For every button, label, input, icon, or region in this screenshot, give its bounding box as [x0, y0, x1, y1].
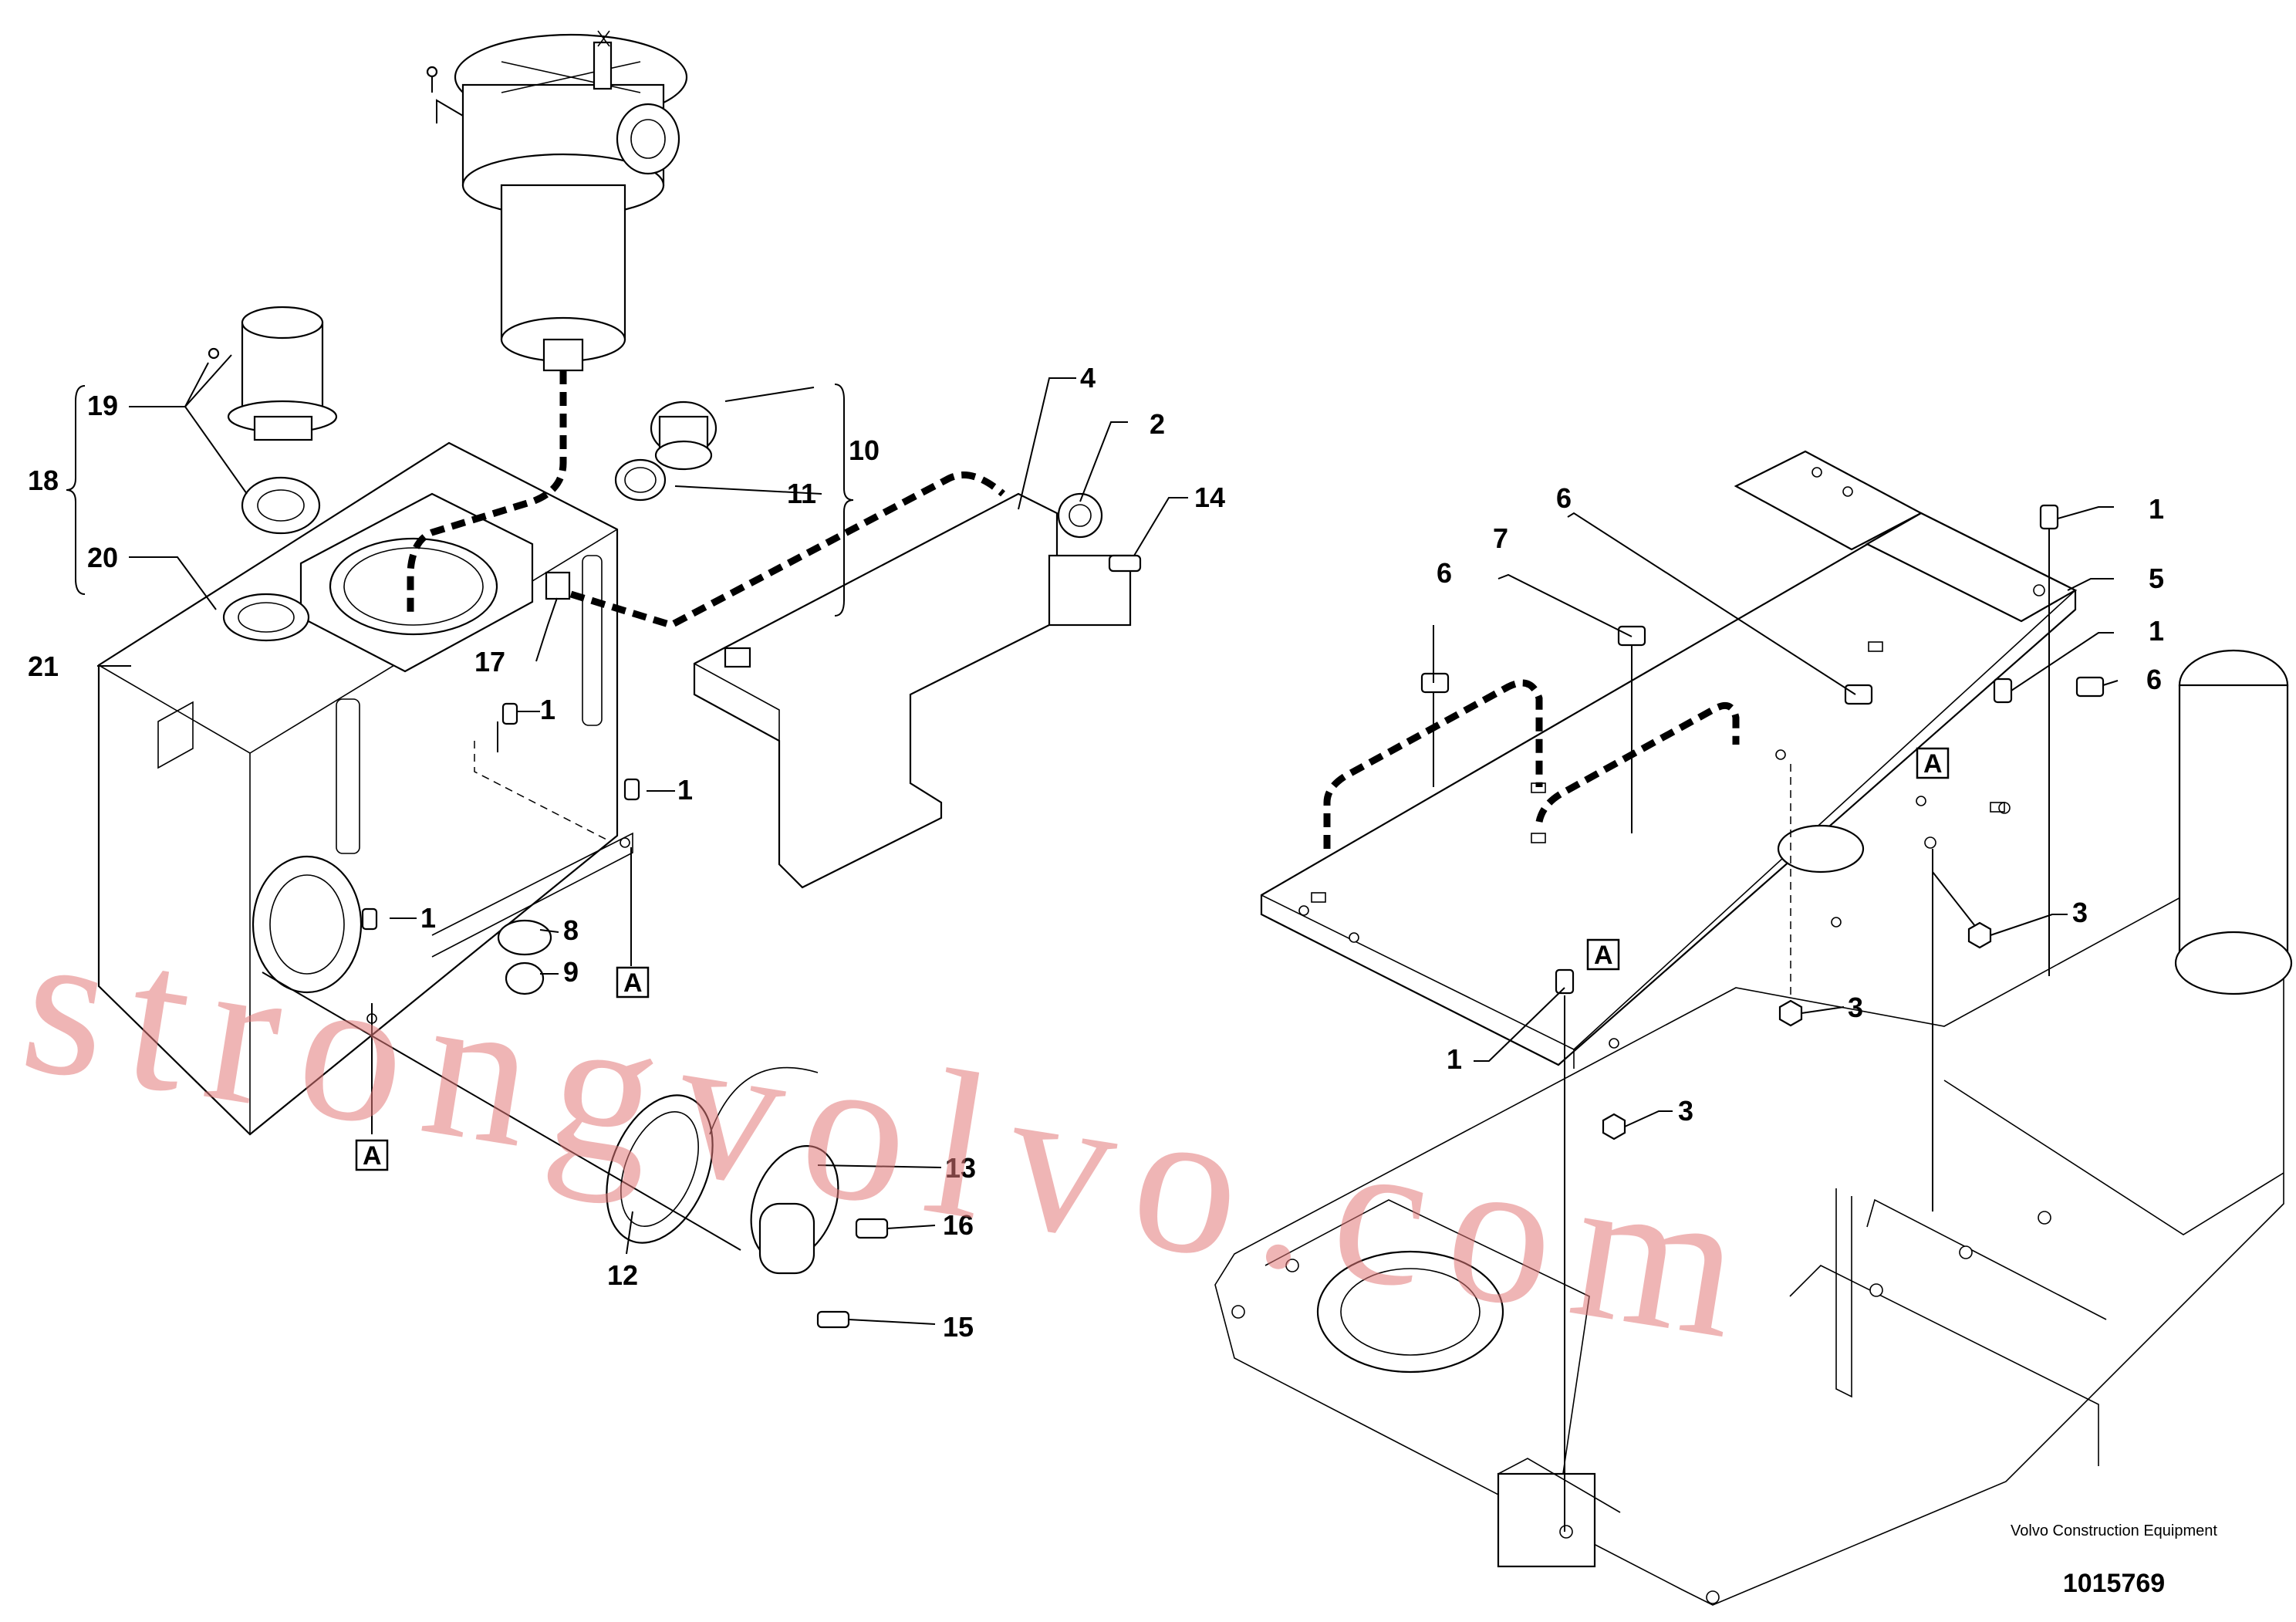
callout-5: 5 — [2149, 563, 2164, 594]
bolts — [361, 504, 2059, 995]
reference-box-a: A — [616, 966, 650, 999]
callout-1: 1 — [2149, 615, 2164, 647]
drawing-number: 1015769 — [2062, 1569, 2166, 1598]
mounting-bracket — [693, 492, 1132, 889]
cover-plate — [1260, 512, 2078, 1069]
callout-7: 7 — [1493, 522, 1508, 554]
callout-17: 17 — [474, 646, 505, 678]
suction-flange — [606, 1066, 889, 1329]
hydraulic-tank — [97, 441, 633, 1136]
bolt-14 — [1108, 554, 1142, 573]
callout-6: 6 — [2146, 664, 2162, 695]
callout-3: 3 — [1678, 1095, 1693, 1127]
plug-9 — [505, 961, 545, 995]
callout-1: 1 — [1447, 1043, 1462, 1075]
callout-10: 10 — [849, 434, 880, 466]
reference-box-a: A — [355, 1139, 389, 1171]
return-filter — [426, 30, 688, 372]
callout-15: 15 — [943, 1311, 974, 1343]
callout-1: 1 — [677, 774, 693, 806]
right-leaders — [1433, 506, 2119, 1532]
callout-9: 9 — [563, 956, 579, 988]
filter-to-tank-path — [407, 370, 567, 617]
callout-1: 1 — [2149, 493, 2164, 525]
left-leaders — [66, 354, 1188, 1325]
seal-8 — [497, 919, 552, 956]
callout-3: 3 — [1848, 992, 1863, 1023]
svg-text:A: A — [1594, 941, 1613, 970]
callout-2: 2 — [1150, 408, 1165, 440]
plug-and-seal — [614, 400, 718, 502]
callout-16: 16 — [943, 1209, 974, 1241]
callout-6: 6 — [1556, 482, 1572, 514]
callout-4: 4 — [1080, 362, 1096, 394]
callout-8: 8 — [563, 914, 579, 946]
callout-12: 12 — [607, 1259, 638, 1291]
harness-path-a — [1323, 679, 1543, 849]
svg-text:A: A — [1923, 749, 1943, 779]
callout-20: 20 — [87, 542, 118, 573]
nuts — [1602, 921, 1992, 1140]
tank-to-bracket-path — [569, 471, 1005, 629]
callout-21: 21 — [28, 650, 59, 682]
callout-14: 14 — [1194, 482, 1225, 513]
harness-path-b — [1535, 701, 1740, 823]
filler-breather — [208, 306, 338, 535]
callout-13: 13 — [945, 1152, 976, 1184]
callout-6: 6 — [1437, 557, 1452, 589]
callout-18: 18 — [28, 465, 59, 496]
svg-text:A: A — [623, 968, 643, 998]
credit-label: Volvo Construction Equipment — [2011, 1522, 2217, 1539]
callout-3: 3 — [2072, 897, 2088, 928]
callout-11: 11 — [787, 478, 816, 509]
reference-box-a: A — [1916, 747, 1950, 779]
callout-1: 1 — [540, 694, 555, 725]
svg-text:A: A — [363, 1141, 382, 1171]
grommet-2-inner — [1069, 504, 1092, 527]
reference-box-a: A — [1586, 938, 1620, 971]
grommet-2 — [1057, 492, 1103, 539]
callout-19: 19 — [87, 390, 118, 421]
callout-1: 1 — [420, 902, 436, 934]
